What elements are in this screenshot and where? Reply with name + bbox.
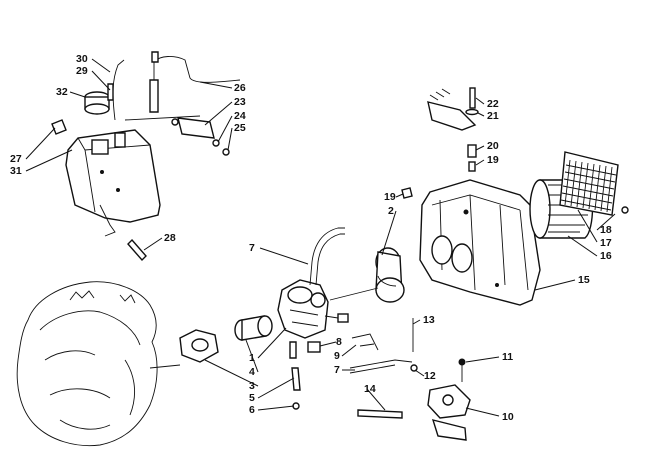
callout-7-top: 7 [249,242,255,254]
nut-11 [458,358,466,366]
bolt [171,118,179,126]
callout-19: 19 [384,191,396,203]
screen-screw [621,206,629,214]
callout-17: 17 [600,237,612,249]
intake-sleeve [234,315,273,341]
top-mount-bracket [427,101,477,131]
callout-5: 5 [249,392,255,404]
oil-tank-cap [84,91,110,115]
callout-31: 30 [76,53,88,65]
pump-bracket [431,419,467,441]
callout-13: 13 [423,314,435,326]
oil-line [153,56,241,83]
callout-18: 18 [600,224,612,236]
callout-labels: 30 29 32 26 23 24 25 27 31 28 22 21 20 1… [10,53,612,423]
oil-tank [65,129,161,237]
callout-26: 25 [234,122,246,134]
cap-8 [307,341,321,353]
bracket-fins [429,88,451,101]
lines-9 [351,333,379,351]
vent-hose-inner [315,233,345,286]
callout-28: 27 [10,153,22,165]
callout-14: 14 [364,383,376,395]
nut [222,148,230,156]
callout-1: 1 [249,352,255,364]
airbox-silencer [419,179,541,306]
intake-boot [375,247,405,303]
flange-bore [191,338,209,352]
callout-23: 22 [487,98,499,110]
callout-29: 28 [164,232,176,244]
callout-4: 4 [249,366,255,378]
bolt-23 [469,87,476,109]
fastener-19 [401,187,413,199]
fuel-line-7 [349,359,413,374]
carburetor [277,279,349,339]
engine-block [16,281,181,447]
callout-6: 6 [249,404,255,416]
callout-25: 24 [234,110,246,122]
callout-8: 8 [336,336,342,348]
washer [212,139,220,147]
hose-clamp [107,83,114,101]
callout-22: 21 [487,110,499,122]
callout-32: 31 [10,165,22,177]
oil-line-fitting [149,79,159,113]
callout-15: 15 [578,274,590,286]
nut-20 [468,161,476,172]
callout-12: 12 [424,370,436,382]
oil-line-fitting-top [151,51,159,63]
callout-16: 16 [600,250,612,262]
callout-3: 3 [249,380,255,392]
callout-7-lower: 7 [334,364,340,376]
hose-14 [357,409,403,419]
callout-2: 2 [388,205,394,217]
callout-27: 26 [234,82,246,94]
callout-11: 11 [502,351,513,363]
callout-10: 10 [502,411,514,423]
mount-bracket [177,117,215,139]
hose-5-upper [289,341,297,359]
oil-tank-strap [124,115,201,121]
callout-9: 9 [334,350,340,362]
mesh-screen [559,151,619,216]
callout-24: 23 [234,96,246,108]
tank-bracket [51,119,67,135]
callout-21: 20 [487,140,499,152]
drain-fitting [127,238,147,262]
leader-lines [25,58,616,417]
fuel-pump [427,384,471,419]
callout-33: 32 [56,86,68,98]
clamp-12 [410,364,418,372]
oil-hose [112,59,125,121]
callout-20: 19 [487,154,499,166]
hose-5 [291,367,301,391]
vent-hose [309,227,345,286]
callout-30: 29 [76,65,88,77]
grommet-21 [467,144,477,158]
centerline [329,287,379,301]
washer-22 [465,108,479,116]
